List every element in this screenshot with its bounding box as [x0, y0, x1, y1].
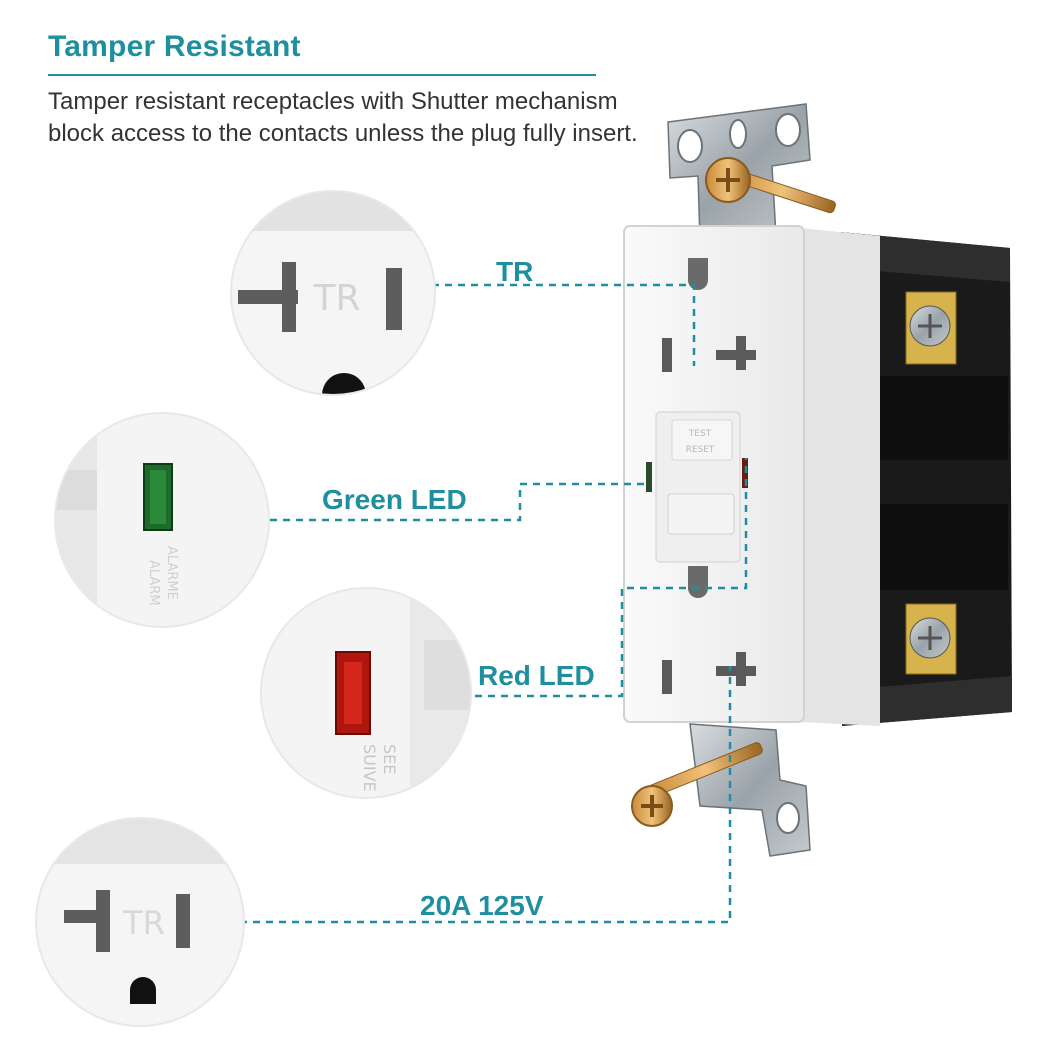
callout-red-led: Red LED: [478, 660, 595, 691]
zoom-circle-rating: TR: [35, 817, 245, 1027]
receptacle-housing: [840, 232, 1012, 726]
description-line-2: block access to the contacts unless the …: [48, 120, 638, 147]
leader-red-led: [410, 458, 748, 698]
zoom-suive-text: SUIVE: [360, 744, 379, 792]
receptacle-side-wall: [800, 228, 880, 726]
mounting-screw-top: [705, 157, 836, 214]
zoom-tr-marking: TR: [312, 278, 360, 319]
leader-tr: [380, 283, 696, 366]
zoom-alarme-text: ALARME: [164, 546, 179, 600]
description-line-1: Tamper resistant receptacles with Shutte…: [48, 88, 618, 115]
title-underline: [48, 74, 596, 76]
zoom-circle-red-led: SEE SUIVE: [260, 587, 472, 799]
zoom-circle-tr: TR: [230, 190, 436, 396]
zoom-alarm-text: ALARM: [146, 560, 161, 606]
callout-leaders: [188, 283, 748, 924]
mounting-screw-bottom: [631, 742, 763, 827]
callout-tr: TR: [496, 256, 534, 287]
leader-green-led: [192, 482, 650, 522]
zoom-circle-green-led: ALARM ALARME: [54, 412, 270, 628]
reset-label: RESET: [686, 445, 715, 455]
mounting-strap-bottom: [689, 723, 811, 857]
zoom-rating-marking: TR: [122, 904, 165, 942]
callout-rating: 20A 125V: [420, 890, 544, 921]
callout-green-led: Green LED: [322, 484, 467, 515]
zoom-see-text: SEE: [380, 744, 399, 774]
test-label: TEST: [688, 429, 712, 439]
description: Tamper resistant receptacles with Shutte…: [48, 86, 648, 150]
page-title: Tamper Resistant: [48, 30, 301, 63]
receptacle-face: TEST RESET: [623, 225, 805, 723]
